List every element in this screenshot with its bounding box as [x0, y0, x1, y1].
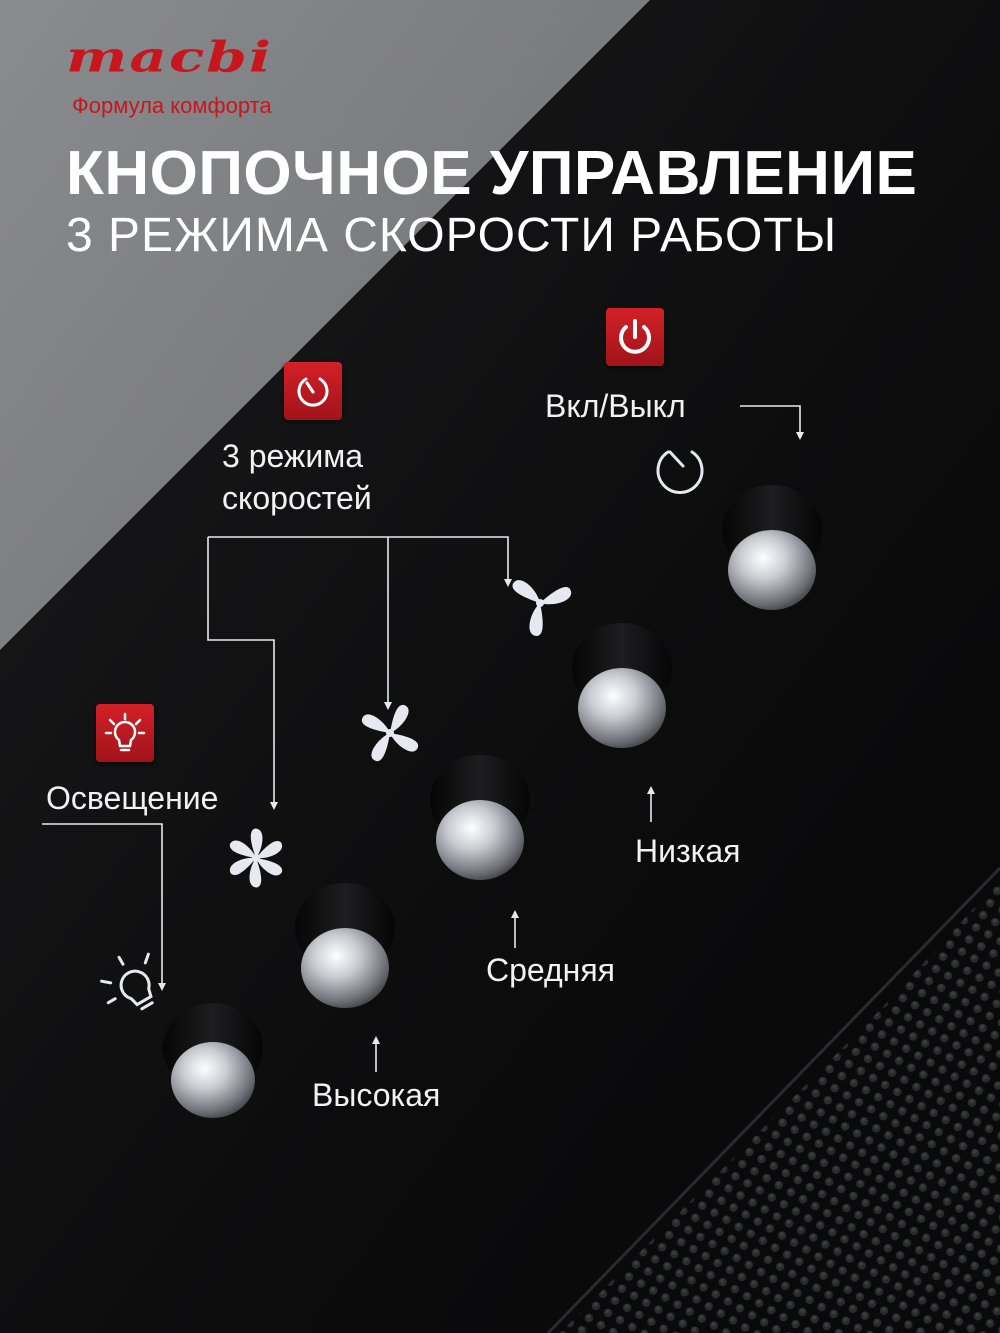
power-knob[interactable] — [722, 485, 822, 610]
speed-medium-label: Средняя — [486, 952, 615, 988]
page-subtitle: 3 РЕЖИМА СКОРОСТИ РАБОТЫ — [66, 209, 838, 262]
brand-wordmark: macbi — [66, 32, 273, 82]
panel-fan-medium-icon — [361, 704, 419, 762]
speed-high-label: Высокая — [312, 1077, 441, 1113]
light-badge — [96, 704, 154, 762]
panel-fan-high-icon — [229, 828, 283, 888]
power-badge — [606, 308, 664, 366]
light-label: Освещение — [46, 780, 219, 816]
power-icon — [619, 319, 651, 354]
panel-fan-low-icon — [512, 580, 572, 636]
light-knob[interactable] — [163, 1003, 263, 1118]
brand-tagline: Формула комфорта — [72, 93, 272, 118]
panel-power-symbol-icon — [656, 450, 704, 494]
speed-medium-knob[interactable] — [430, 755, 530, 880]
timer-icon — [297, 377, 329, 407]
speed-high-knob[interactable] — [295, 883, 395, 1008]
speeds-badge — [284, 362, 342, 420]
page-title: КНОПОЧНОЕ УПРАВЛЕНИЕ — [66, 139, 918, 208]
power-label: Вкл/Выкл — [545, 388, 686, 424]
speeds-label-line2: скоростей — [222, 480, 372, 516]
brand-logo: macbi Формула комфорта — [66, 32, 273, 118]
speed-low-knob[interactable] — [572, 623, 672, 748]
lightbulb-icon — [104, 712, 146, 752]
speeds-label-line1: 3 режима — [222, 438, 363, 474]
speed-low-label: Низкая — [635, 833, 741, 869]
